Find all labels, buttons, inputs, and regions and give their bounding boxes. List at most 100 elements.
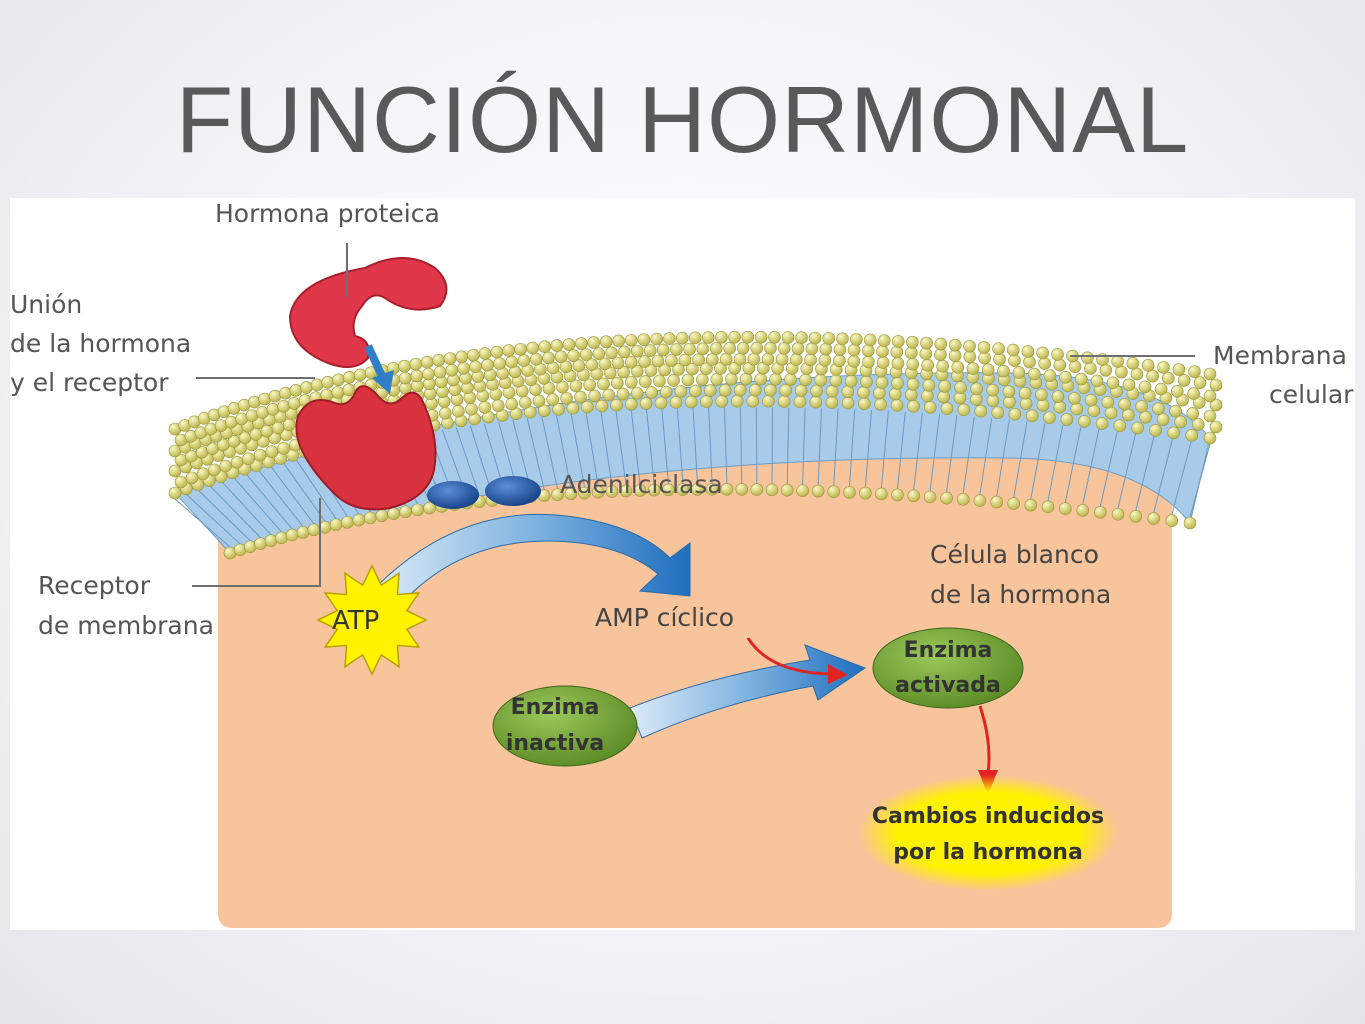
label-protein-hormone: Hormona proteica [215, 199, 440, 228]
lipid-head [1084, 362, 1097, 375]
lipid-tail [615, 411, 627, 486]
lipid-head [1003, 395, 1016, 409]
lipid-tail [996, 419, 1010, 497]
lipid-head [1068, 360, 1082, 374]
lipid-head [775, 353, 789, 366]
lipid-head [455, 350, 468, 364]
lipid-head [809, 395, 823, 409]
lipid-head [438, 406, 452, 420]
lipid-head [1070, 402, 1084, 416]
lipid-head [746, 394, 760, 408]
lipid-tail [1099, 431, 1118, 507]
lipid-head [981, 363, 995, 377]
lipid-head [532, 394, 546, 408]
label-atp: ATP [332, 606, 379, 636]
lipid-head [780, 483, 794, 497]
lipid-head [352, 513, 366, 527]
lipid-head [1084, 393, 1098, 407]
lipid-head [517, 354, 531, 367]
lipid-head [843, 486, 856, 499]
lipid-head [781, 331, 795, 344]
lipid-head [1106, 376, 1120, 390]
lipid-head [645, 386, 658, 399]
lipid-tail [802, 407, 806, 485]
atp-to-camp-arrow [374, 513, 691, 604]
lipid-head [850, 333, 863, 346]
label-camp: AMP cíclico [595, 603, 734, 632]
lipid-head [754, 372, 768, 386]
lipid-tail [1082, 429, 1100, 505]
label-changes-line1: Cambios inducidos [872, 804, 1104, 829]
lipid-head [410, 369, 424, 383]
lipid-head [923, 490, 937, 504]
lipid-head [705, 483, 719, 496]
lipid-head [741, 330, 755, 344]
label-active-enzyme-line1: Enzima [904, 638, 993, 663]
lipid-head [799, 373, 812, 387]
lipid-head [1186, 407, 1200, 420]
lipid-head [266, 403, 280, 416]
lipid-head [791, 342, 805, 355]
lipid-tail [676, 408, 684, 484]
lipid-head [624, 333, 638, 347]
lipid-head [696, 373, 709, 386]
lipid-head [728, 330, 741, 344]
lipid-head [491, 399, 505, 412]
lipid-head [638, 375, 652, 388]
lipid-head [398, 359, 411, 373]
lipid-tail [1189, 443, 1211, 518]
lipid-head [529, 352, 543, 366]
lipid-head [1051, 390, 1065, 403]
lipid-tail [570, 414, 585, 488]
lipid-head [569, 379, 583, 393]
lipid-head [730, 394, 744, 408]
lipid-head [1038, 357, 1051, 370]
lipid-head [769, 372, 782, 386]
lipid-head [602, 388, 615, 402]
lipid-head [560, 391, 573, 405]
lipid-tail [296, 459, 337, 520]
lipid-tail [1117, 433, 1137, 509]
lipid-head [559, 360, 573, 374]
lipid-head [581, 400, 594, 414]
lipid-head [860, 375, 873, 389]
lipid-head [268, 389, 282, 403]
lipid-head [1139, 410, 1152, 424]
lipid-head [1101, 395, 1115, 409]
lipid-tail [1135, 435, 1155, 511]
lipid-tail [221, 481, 272, 536]
lipid-head [1157, 361, 1170, 374]
lipid-head [1149, 424, 1162, 437]
lipid-head [624, 355, 638, 369]
lipid-head [750, 483, 764, 496]
lipid-head [245, 409, 259, 422]
label-receptor-line2: de membrana [38, 611, 214, 640]
lipid-head [710, 373, 724, 386]
lipid-tail [1171, 441, 1192, 515]
lipid-head [793, 395, 807, 408]
lipid-tail [913, 412, 923, 490]
lipid-head [1059, 502, 1072, 515]
lipid-head [493, 357, 506, 370]
lipid-head [990, 495, 1004, 509]
lipid-head [1078, 415, 1091, 428]
lipid-tail [630, 410, 641, 485]
lipid-head [1130, 367, 1144, 381]
lipid-head [1059, 371, 1072, 384]
lipid-head [585, 358, 599, 372]
lipid-head [1008, 354, 1021, 367]
lipid-head [966, 362, 980, 375]
lipid-tail [246, 474, 293, 530]
lipid-head [720, 483, 734, 496]
lipid-head [761, 352, 775, 366]
lipid-head [857, 397, 871, 411]
lipid-head [457, 362, 470, 375]
lipid-head [696, 342, 710, 356]
lipid-head [723, 342, 736, 355]
lipid-head [833, 354, 846, 368]
lipid-head [841, 385, 855, 399]
lipid-head [905, 388, 918, 402]
lipid-head [818, 353, 832, 367]
lipid-head [754, 330, 768, 344]
lipid-head [658, 363, 671, 377]
